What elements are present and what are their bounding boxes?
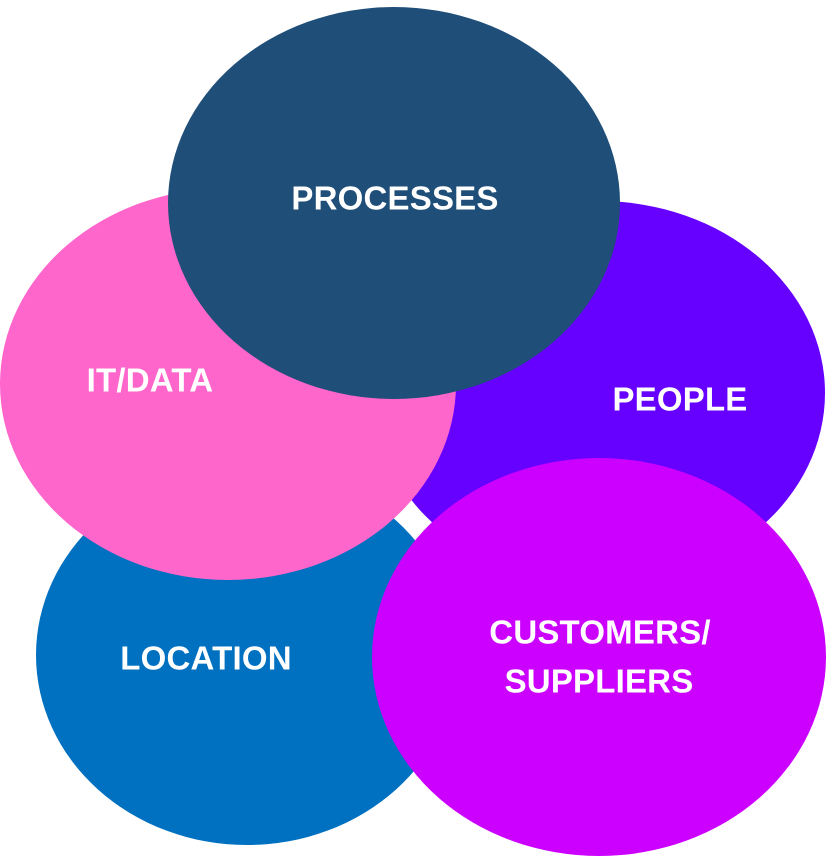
it-data-label: IT/DATA — [87, 362, 214, 399]
location-label: LOCATION — [120, 640, 291, 677]
customers-suppliers-ellipse — [372, 458, 826, 856]
customers-suppliers-label-line2: SUPPLIERS — [505, 663, 694, 700]
customers-suppliers-label-line1: CUSTOMERS/ — [489, 614, 710, 651]
customers-suppliers-node: CUSTOMERS/ SUPPLIERS — [372, 458, 826, 856]
processes-node: PROCESSES — [168, 7, 620, 399]
people-label: PEOPLE — [612, 381, 747, 418]
processes-label: PROCESSES — [291, 180, 498, 217]
processes-ellipse — [168, 7, 620, 399]
